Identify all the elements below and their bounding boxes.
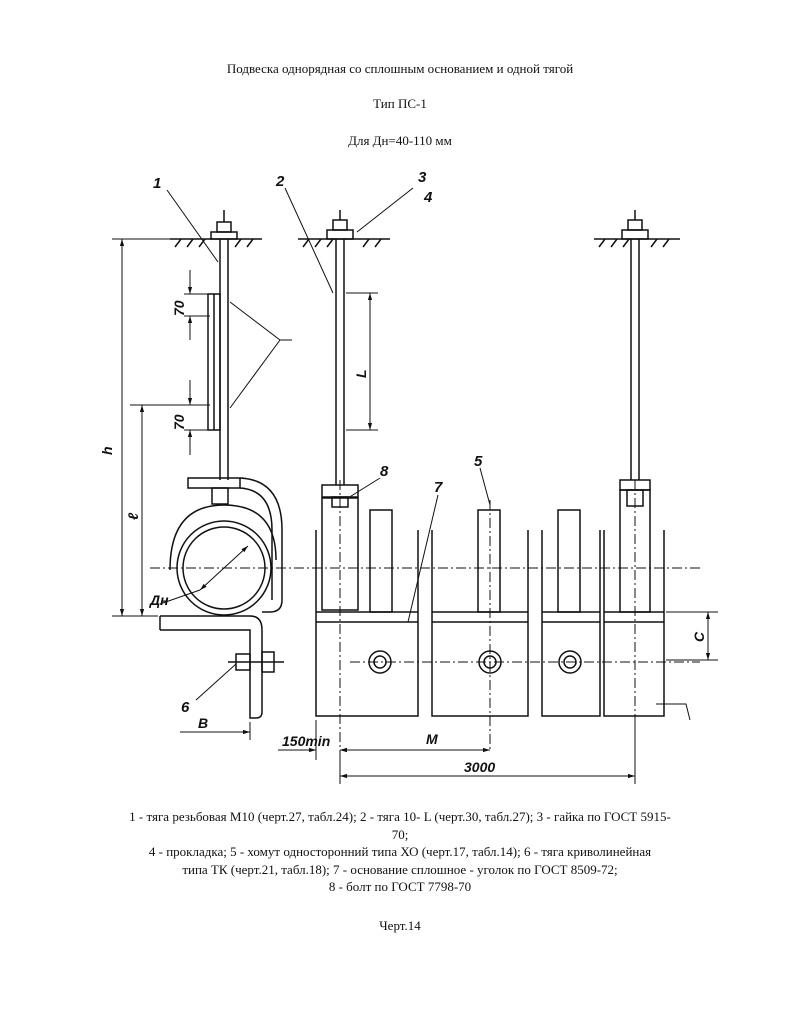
caption-line: 8 - болт по ГОСТ 7798-70 <box>328 879 472 894</box>
callout-6: 6 <box>181 699 190 716</box>
middle-rod <box>321 210 359 508</box>
dimension-labels: h ℓ L 70 70 Дн B C M 150min 3000 <box>99 300 707 775</box>
dim-h: h <box>99 446 115 455</box>
document-type: Тип ПС-1 <box>373 96 427 111</box>
ceiling-left <box>170 238 262 248</box>
callout-2: 2 <box>275 173 285 190</box>
figure-number: Черт.14 <box>379 918 421 933</box>
dim-b: B <box>198 715 208 731</box>
dim-3000: 3000 <box>464 759 495 775</box>
technical-drawing: 1 2 3 4 5 6 7 8 h ℓ L 70 70 Дн B C M 150… <box>99 169 718 784</box>
callout-8: 8 <box>380 463 389 480</box>
dim-m: M <box>426 731 438 747</box>
caption-line: типа ТК (черт.21, табл.18); 7 - основани… <box>182 861 618 877</box>
dim-70-top: 70 <box>171 300 187 316</box>
callout-3: 3 <box>418 169 427 186</box>
callout-7: 7 <box>434 479 443 496</box>
caption-line: 70; <box>391 826 409 842</box>
dim-150min: 150min <box>282 733 330 749</box>
dim-c: C <box>691 631 707 642</box>
document-range: Для Дн=40-110 мм <box>348 133 452 148</box>
right-rod <box>619 210 651 507</box>
axis-lines <box>150 480 700 750</box>
base-segments <box>315 489 665 717</box>
dim-70-bottom: 70 <box>171 414 187 430</box>
callout-1: 1 <box>153 175 161 192</box>
dim-dn: Дн <box>149 592 169 608</box>
legend-caption: 1 - тяга резьбовая М10 (черт.27, табл.24… <box>50 808 750 896</box>
callout-4: 4 <box>423 189 433 206</box>
callout-5: 5 <box>474 453 483 470</box>
caption-line: 1 - тяга резьбовая М10 (черт.27, табл.24… <box>129 809 671 824</box>
caption-line: 4 - прокладка; 5 - хомут односторонний т… <box>148 844 652 859</box>
dim-L: L <box>353 369 369 378</box>
dim-l: ℓ <box>125 512 141 520</box>
ceiling-right <box>594 238 680 248</box>
dimensions <box>112 238 718 784</box>
left-view <box>159 210 284 719</box>
leaders <box>166 187 691 721</box>
document-title: Подвеска однорядная со сплошным основани… <box>226 61 574 76</box>
callout-numbers: 1 2 3 4 5 6 7 8 <box>153 169 483 716</box>
